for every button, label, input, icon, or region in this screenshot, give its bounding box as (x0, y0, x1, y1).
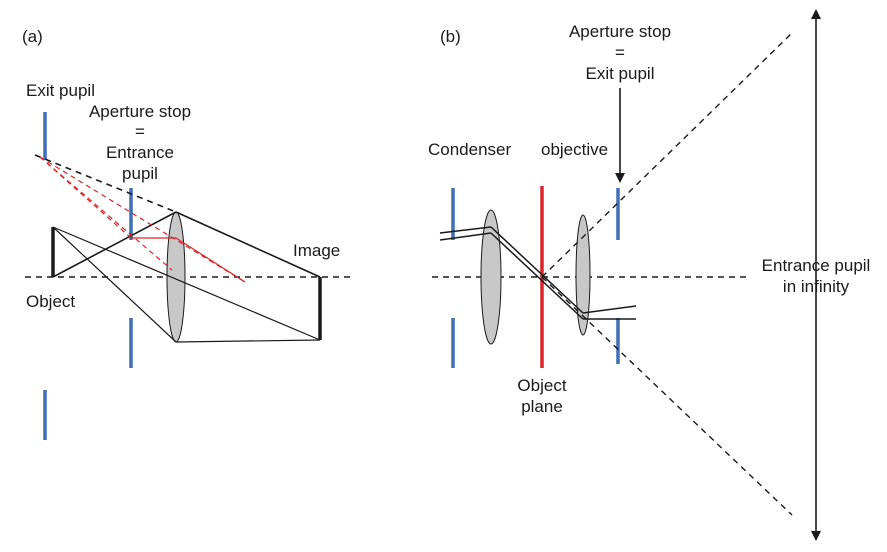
panel-a-tag: (a) (22, 27, 43, 46)
ray-virtual-black (34, 154, 177, 213)
ray-chief (52, 226, 321, 341)
object-plane-line-2: plane (521, 397, 563, 416)
object-plane-label: Object plane (517, 376, 566, 416)
panel-b-tag: (b) (440, 27, 461, 46)
aperture-stop-b-line-3: Exit pupil (586, 64, 655, 83)
condenser-lens (480, 209, 502, 345)
condenser-label: Condenser (428, 140, 512, 159)
objective-label: objective (541, 140, 608, 159)
red-dashed-2 (39, 156, 246, 283)
exit-pupil-label: Exit pupil (26, 81, 95, 100)
panel-a: (a) Exit pupil Aperture stop = Entrance … (22, 27, 352, 440)
ray-obj-to-lens-bottom (52, 226, 177, 343)
aperture-stop-line-1: Aperture stop (89, 102, 191, 121)
ray-in-2 (439, 226, 492, 234)
cone-lower (541, 276, 793, 516)
aperture-stop-line-3: Entrance (106, 143, 174, 162)
aperture-stop-b-line-2: = (615, 43, 625, 62)
aperture-stop-line-2: = (135, 122, 145, 141)
rays-red-a (39, 156, 246, 283)
object-plane-line-1: Object (517, 376, 566, 395)
ray-out-2 (582, 305, 637, 314)
aperture-stop-label: Aperture stop = Entrance pupil (89, 102, 191, 183)
object-label: Object (26, 292, 75, 311)
aperture-stop-line-4: pupil (122, 164, 158, 183)
red-dashed-3 (39, 156, 173, 271)
ray-lens-bottom-to-image (175, 339, 321, 343)
rays-a (34, 154, 321, 343)
cone-upper (541, 32, 793, 278)
rays-b (439, 226, 637, 320)
ray-in-1 (439, 232, 492, 241)
ray-through-2 (490, 226, 584, 314)
objective-lens (575, 214, 591, 336)
entrance-pupil-cone (541, 32, 793, 516)
ray-axis-to-lens-top (52, 211, 177, 278)
aperture-stop-exit-label: Aperture stop = Exit pupil (569, 22, 671, 83)
entrance-pupil-label: Entrance pupil in infinity (748, 252, 887, 298)
ray-through-1 (490, 232, 584, 320)
image-label: Image (293, 241, 340, 260)
ray-lens-top-to-image (175, 211, 321, 278)
panel-b: (b) Aperture stop = Exit pupil Condenser… (428, 8, 887, 541)
aperture-stop-b-line-1: Aperture stop (569, 22, 671, 41)
